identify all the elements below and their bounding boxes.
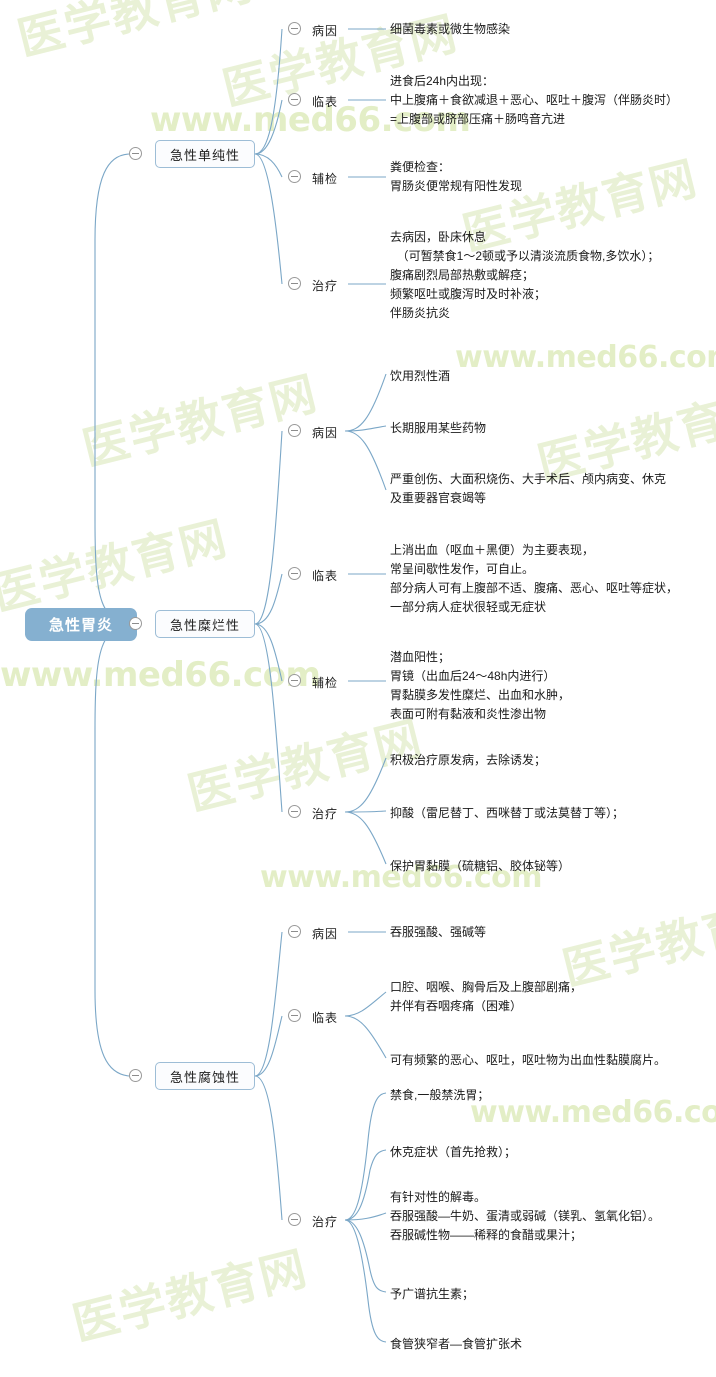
leaf-link-b3-g3-3: [344, 1212, 387, 1221]
subtopic-label[interactable]: 治疗: [312, 279, 339, 293]
leaf-link-b2-g1-2: [344, 425, 387, 432]
subtopic-label[interactable]: 临表: [312, 95, 339, 109]
leaf-text[interactable]: 休克症状（首先抢救）；: [390, 1145, 517, 1159]
link-b2-g1: [254, 430, 283, 625]
link-b3-g3: [254, 1075, 283, 1221]
leaf-text[interactable]: 长期服用某些药物: [390, 421, 487, 435]
link-root-branch1: [94, 153, 138, 625]
subtopic-label[interactable]: 病因: [312, 426, 339, 440]
leaf-link-b2-g4-3: [344, 811, 387, 865]
leaf-link-b3-g2-2: [344, 1015, 387, 1059]
leaf-text[interactable]: 饮用烈性酒: [390, 369, 451, 383]
leaf-text[interactable]: 食管狭窄者—食管扩张术: [390, 1337, 523, 1351]
leaf-link-b3-g3-2: [344, 1149, 387, 1221]
link-b3-g1: [254, 931, 283, 1077]
category-node-label: 急性单纯性: [169, 147, 240, 163]
collapse-toggle-b2-g2[interactable]: [288, 567, 301, 580]
category-node-label: 急性腐蚀性: [169, 1069, 240, 1085]
leaf-text[interactable]: 细菌毒素或微生物感染: [390, 22, 511, 36]
link-b3-g2: [254, 1015, 283, 1077]
collapse-toggle-b1-g1[interactable]: [288, 22, 301, 35]
collapse-toggle-b1-g4[interactable]: [288, 277, 301, 290]
leaf-text[interactable]: 保护胃黏膜（硫糖铝、胶体铋等）: [390, 859, 571, 873]
leaf-link-b3-g3-1: [344, 1092, 387, 1221]
collapse-toggle-b1-g3[interactable]: [288, 170, 301, 183]
collapse-toggle-b2-g1[interactable]: [288, 424, 301, 437]
leaf-text[interactable]: 予广谱抗生素；: [390, 1287, 475, 1301]
collapse-toggle-branch-3[interactable]: [129, 1069, 142, 1082]
leaf-text[interactable]: 禁食,一般禁洗胃；: [390, 1088, 490, 1102]
root-node[interactable]: 急性胃炎: [25, 608, 137, 641]
leaf-text[interactable]: 口腔、咽喉、胸骨后及上腹部剧痛， 并伴有吞咽疼痛（困难）: [390, 980, 583, 1013]
leaf-text[interactable]: 可有频繁的恶心、呕吐，呕吐物为出血性黏膜腐片。: [390, 1053, 667, 1067]
category-node-3[interactable]: 急性腐蚀性: [155, 1062, 255, 1090]
category-node-2[interactable]: 急性糜烂性: [155, 610, 255, 638]
subtopic-label[interactable]: 治疗: [312, 1215, 339, 1229]
leaf-text[interactable]: 抑酸（雷尼替丁、西咪替丁或法莫替丁等）；: [390, 806, 625, 820]
leaf-text[interactable]: 上消出血（呕血＋黑便）为主要表现， 常呈间歇性发作，可自止。 部分病人可有上腹部…: [390, 543, 679, 614]
link-b1-g1: [254, 28, 283, 155]
collapse-toggle-b2-g4[interactable]: [288, 805, 301, 818]
leaf-link-b3-g2-1: [344, 991, 387, 1017]
link-b2-g3: [254, 623, 283, 682]
leaf-link-b2-g4-1: [344, 757, 387, 813]
leaf-text[interactable]: 潜血阳性； 胃镜（出血后24～48h内进行） 胃黏膜多发性糜烂、出血和水肿， 表…: [390, 650, 571, 721]
collapse-toggle-b3-g3[interactable]: [288, 1213, 301, 1226]
subtopic-label[interactable]: 辅检: [312, 676, 339, 690]
leaf-text[interactable]: 吞服强酸、强碱等: [390, 925, 487, 939]
link-b1-g4: [254, 153, 283, 285]
collapse-toggle-branch-1[interactable]: [129, 147, 142, 160]
category-node-label: 急性糜烂性: [169, 617, 240, 633]
link-root-branch3: [94, 623, 138, 1077]
collapse-toggle-branch-2[interactable]: [129, 617, 142, 630]
leaf-text[interactable]: 有针对性的解毒。 吞服强酸—牛奶、蛋清或弱碱（镁乳、氢氧化铝）。 吞服碱性物——…: [390, 1190, 661, 1242]
leaf-link-b3-g3-5: [344, 1219, 387, 1343]
collapse-toggle-b2-g3[interactable]: [288, 674, 301, 687]
link-b1-g3: [254, 153, 283, 178]
leaf-text[interactable]: 粪便检查： 胃肠炎便常规有阳性发现: [390, 160, 523, 193]
subtopic-label[interactable]: 病因: [312, 927, 339, 941]
subtopic-label[interactable]: 治疗: [312, 807, 339, 821]
link-b1-g2: [254, 99, 283, 155]
leaf-text[interactable]: 严重创伤、大面积烧伤、大手术后、颅内病变、休克 及重要器官衰竭等: [390, 472, 667, 505]
subtopic-label[interactable]: 辅检: [312, 172, 339, 186]
category-node-1[interactable]: 急性单纯性: [155, 140, 255, 168]
collapse-toggle-b1-g2[interactable]: [288, 93, 301, 106]
root-node-label: 急性胃炎: [48, 617, 113, 634]
leaf-text[interactable]: 进食后24h内出现： 中上腹痛＋食欲减退＋恶心、呕吐＋腹泻（伴肠炎时） =上腹部…: [390, 74, 679, 126]
leaf-link-b2-g1-3: [344, 430, 387, 491]
leaf-text[interactable]: 去病因，卧床休息 （可暂禁食1～2顿或予以清淡流质食物,多饮水）； 腹痛剧烈局部…: [390, 230, 660, 320]
leaf-text[interactable]: 积极治疗原发病，去除诱发；: [390, 753, 547, 767]
collapse-toggle-b3-g1[interactable]: [288, 925, 301, 938]
leaf-link-b2-g1-1: [344, 373, 387, 432]
collapse-toggle-b3-g2[interactable]: [288, 1009, 301, 1022]
subtopic-label[interactable]: 临表: [312, 1011, 339, 1025]
subtopic-label[interactable]: 临表: [312, 569, 339, 583]
link-b2-g4: [254, 623, 283, 813]
leaf-link-b3-g3-4: [344, 1219, 387, 1293]
subtopic-label[interactable]: 病因: [312, 24, 339, 38]
link-b2-g2: [254, 573, 283, 625]
